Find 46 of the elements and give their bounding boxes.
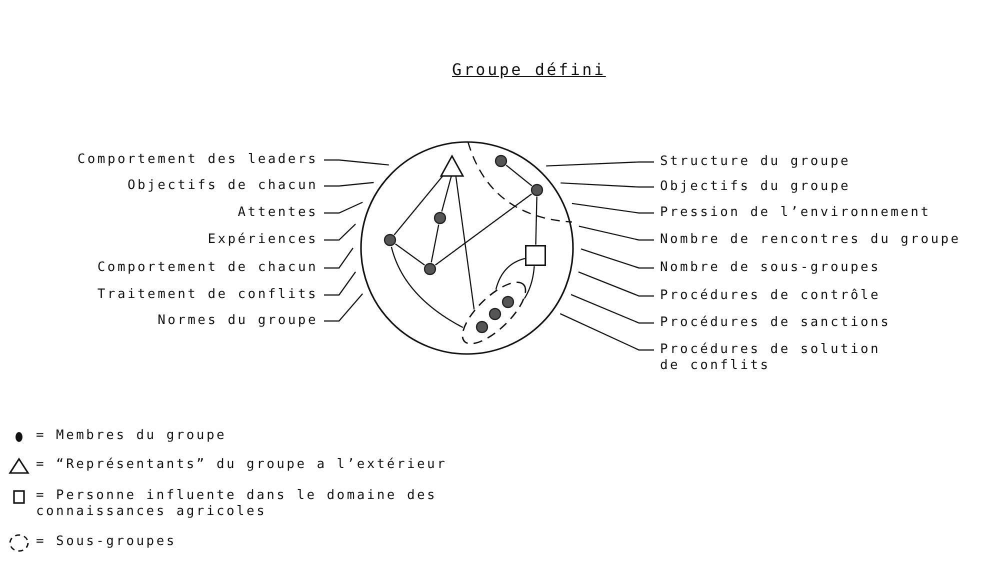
factor-label: Normes du groupe: [158, 313, 318, 329]
relation-line: [535, 196, 538, 245]
factor-label: Pression de l’environnement: [660, 205, 931, 221]
leader-line: [572, 202, 654, 214]
factor-label: Comportement des leaders: [77, 152, 318, 168]
legend-text: = Membres du groupe: [36, 428, 228, 444]
relation-line: [506, 164, 532, 186]
relation-line: [435, 193, 532, 266]
leader-line: [560, 182, 654, 188]
relation-line: [395, 243, 425, 266]
leader-line: [324, 293, 364, 322]
leader-line: [324, 248, 354, 269]
relation-line: [495, 258, 526, 290]
leader-line: [324, 159, 389, 166]
factor-label: Objectifs de chacun: [127, 178, 318, 194]
leader-line: [546, 161, 654, 167]
factor-label: Comportement de chacun: [97, 260, 318, 276]
relation-line: [524, 266, 535, 299]
relation-line: [394, 176, 444, 236]
relation-line: [390, 246, 464, 328]
relation-line: [430, 224, 440, 263]
leader-line: [580, 248, 654, 269]
legend-text: = Personne influente dans le domaine des connaissances agricoles: [36, 488, 438, 520]
factor-label: Attentes: [238, 205, 318, 221]
legend-text: = Sous-groupes: [36, 534, 178, 550]
factor-label: Procédures de solution de conflits: [660, 342, 910, 374]
leader-line: [560, 313, 654, 351]
leader-line: [570, 294, 654, 324]
leader-line: [578, 226, 654, 241]
leader-line: [324, 202, 363, 214]
factor-label: Expériences: [208, 232, 318, 248]
factor-label: Procédures de sanctions: [660, 315, 891, 331]
legend-text: = “Représentants” du groupe a l’extérieur: [36, 457, 448, 473]
leader-line: [324, 224, 356, 241]
factor-label: Procédures de contrôle: [660, 288, 881, 304]
relation-line: [441, 176, 452, 212]
leader-line: [578, 271, 654, 297]
leader-line: [324, 272, 356, 296]
diagram-title: Groupe défini: [452, 62, 606, 78]
factor-label: Nombre de sous-groupes: [660, 260, 881, 276]
factor-label: Objectifs du groupe: [660, 179, 851, 195]
factor-label: Structure du groupe: [660, 154, 851, 170]
factor-label: Nombre de rencontres du groupe: [660, 232, 961, 248]
relation-line: [455, 176, 475, 310]
factor-label: Traitement de conflits: [97, 287, 318, 303]
leader-line: [324, 182, 374, 187]
